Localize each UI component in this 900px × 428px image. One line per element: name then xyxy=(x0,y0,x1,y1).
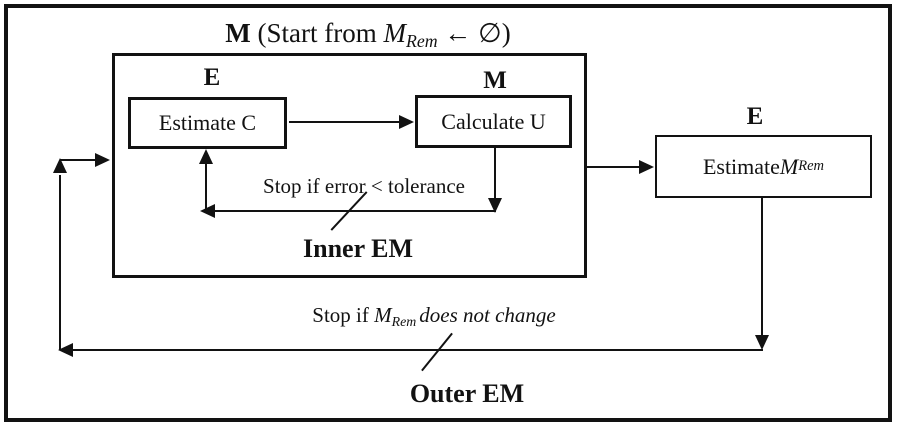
outer-reentry-line xyxy=(60,159,97,161)
inner-m-step-label: M xyxy=(483,67,507,94)
title-mrem-var: M xyxy=(383,18,407,48)
outer-frame-border xyxy=(4,4,892,422)
diagram-title: M (Start from MRem ← ∅) xyxy=(225,20,510,51)
outer-return-up-line xyxy=(59,175,61,350)
calculate-u-box: Calculate U xyxy=(415,95,572,148)
inner-em-caption: Inner EM xyxy=(302,234,414,263)
calculateu-down-arrowhead-icon xyxy=(488,198,502,213)
outer-return-up-arrowhead-icon xyxy=(53,158,67,173)
outer-stop-prefix: Stop if xyxy=(312,303,375,327)
calculate-u-label: Calculate U xyxy=(441,108,546,134)
outer-return-left-arrowhead-icon xyxy=(58,343,73,357)
estimate-mrem-var: M xyxy=(779,153,799,179)
inner-return-up-line xyxy=(205,163,207,211)
title-mrem-subscript: Rem xyxy=(406,30,438,51)
estimatemrem-down-arrowhead-icon xyxy=(755,335,769,350)
arrow-inner-to-estimatemrem-line xyxy=(585,166,641,168)
estimatemrem-down-line xyxy=(761,198,763,335)
arrow-estimatec-to-calculateu-line xyxy=(289,121,401,123)
inner-return-line xyxy=(207,210,496,212)
arrow-inner-to-estimatemrem-head-icon xyxy=(639,160,654,174)
outer-stop-subscript: Rem xyxy=(391,313,417,329)
calculateu-down-line xyxy=(494,148,496,200)
inner-return-up-arrowhead-icon xyxy=(199,149,213,164)
inner-em-frame xyxy=(112,53,587,278)
inner-e-step-label: E xyxy=(203,64,221,91)
title-mid-text: (Start from xyxy=(250,18,384,48)
outer-stop-var: M xyxy=(374,303,392,327)
outer-stop-suffix: does not change xyxy=(419,303,556,327)
outer-reentry-right-arrowhead-icon xyxy=(95,153,110,167)
estimate-mrem-subscript: Rem xyxy=(798,158,825,174)
title-assignment-text: ← ∅) xyxy=(437,18,511,48)
inner-return-left-arrowhead-icon xyxy=(200,204,215,218)
outer-return-line xyxy=(72,349,763,351)
title-m-step: M xyxy=(225,18,251,48)
outer-e-step-label: E xyxy=(746,103,764,130)
estimate-mrem-prefix: Estimate xyxy=(702,153,780,179)
estimate-c-label: Estimate C xyxy=(158,110,257,135)
arrow-estimatec-to-calculateu-head-icon xyxy=(399,115,414,129)
inner-stop-condition-text: Stop if error < tolerance xyxy=(263,174,465,198)
outer-em-caption: Outer EM xyxy=(409,379,525,408)
estimate-c-box: Estimate C xyxy=(128,97,287,149)
